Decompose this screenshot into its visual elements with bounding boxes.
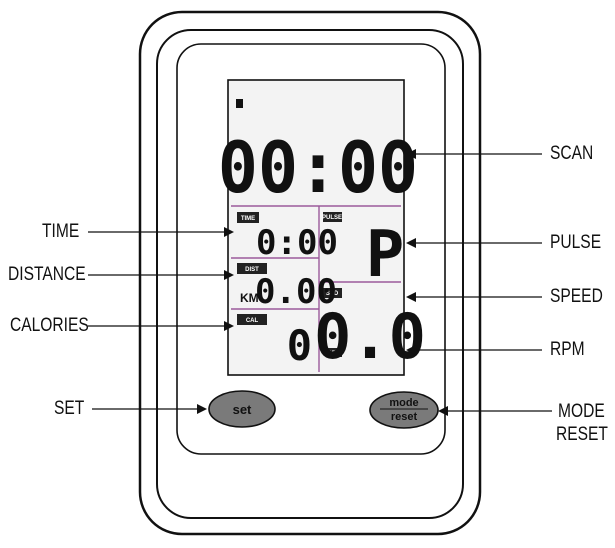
lcd-distance-tag-box xyxy=(237,263,267,274)
lcd-time-tag: TIME xyxy=(241,216,255,222)
set-button-label: set xyxy=(233,402,252,417)
lcd-scan-indicator xyxy=(236,99,243,108)
reset-button-label: reset xyxy=(391,411,418,423)
label-scan: SCAN xyxy=(550,143,594,164)
label-reset: RESET xyxy=(556,424,608,445)
lcd-pulse-tag-box xyxy=(323,212,342,222)
label-calories: CALORIES xyxy=(10,315,89,336)
lcd-pulse-tag: PULSE xyxy=(322,215,342,221)
lcd-calories-tag: CAL xyxy=(246,318,259,324)
lcd-main-readout: 00:00 xyxy=(218,128,418,209)
lcd-rpm-tag: RPM xyxy=(327,351,340,357)
lcd-screen xyxy=(227,79,405,376)
label-pulse: PULSE xyxy=(550,232,602,253)
lcd-time-value: 0:00 xyxy=(256,223,338,263)
label-mode: MODE xyxy=(558,401,605,422)
lcd-distance-tag: DIST xyxy=(245,267,259,273)
lcd-distance-value: 0.00 xyxy=(255,272,337,312)
label-speed: SPEED xyxy=(550,286,603,307)
lcd-speed-tag-box xyxy=(323,288,342,298)
lcd-pulse-value: P xyxy=(366,218,405,292)
label-set: SET xyxy=(54,398,85,419)
lcd-distance-unit: KM xyxy=(240,291,259,305)
lcd-rpm-tag-box xyxy=(326,348,342,357)
label-rpm: RPM xyxy=(550,339,585,360)
set-button[interactable] xyxy=(208,390,276,428)
lcd-calories-tag-box xyxy=(237,314,267,325)
lcd-speed-tag: SPD xyxy=(326,291,339,297)
lcd-speed-value: 0.0 xyxy=(314,300,426,373)
mode-button-label: mode xyxy=(389,397,418,409)
label-distance: DISTANCE xyxy=(8,264,86,285)
label-time: TIME xyxy=(42,221,80,242)
lcd-time-tag-box xyxy=(237,212,259,223)
lcd-calories-value: 0 xyxy=(287,321,312,370)
